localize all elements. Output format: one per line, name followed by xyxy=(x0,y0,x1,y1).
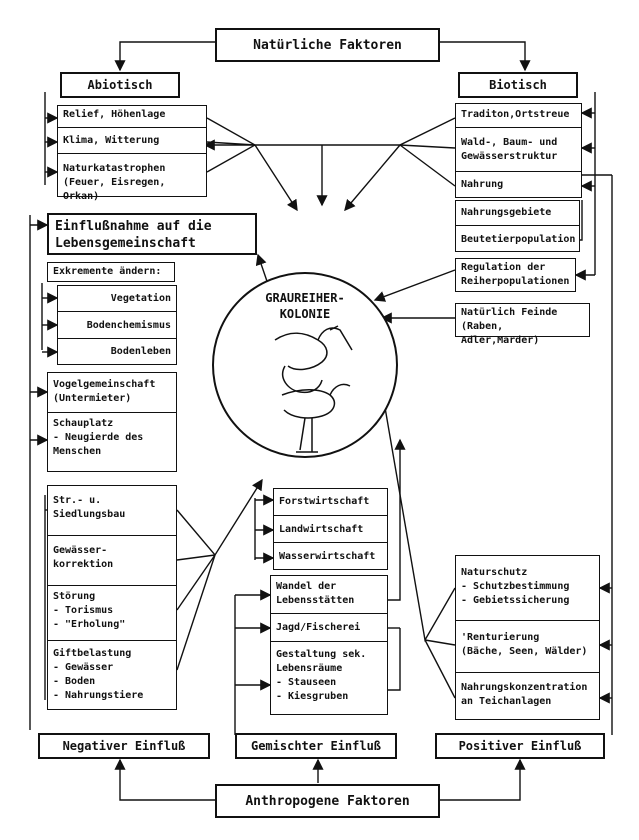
excrements-header: Exkremente ändern: xyxy=(47,262,175,282)
spectacle: Schauplatz - Neugierde des Menschen xyxy=(53,418,144,457)
sector-forestry: Forstwirtschaft xyxy=(274,489,387,516)
regulation-box: Regulation der Reiherpopulationen xyxy=(455,258,576,292)
mixed-item-secondary-habitats: Gestaltung sek. Lebensräume - Stauseen -… xyxy=(276,649,367,702)
anthropogenic-factors-box: Anthropogene Faktoren xyxy=(215,784,440,818)
excrement-vegetation: Vegetation xyxy=(58,286,176,312)
positive-label: Positiver Einfluß xyxy=(435,733,605,759)
negative-item-construction: Str.- u. Siedlungsbau xyxy=(48,486,176,536)
positive-item-food-concentration: Nahrungskonzentration an Teichanlagen xyxy=(461,682,588,707)
influence-title: Einflußnahme auf die Lebensgemeinschaft xyxy=(47,213,257,255)
mixed-label: Gemischter Einfluß xyxy=(235,733,397,759)
excrement-soil-life: Bodenleben xyxy=(110,346,171,357)
bird-community-group: Vogelgemeinschaft (Untermieter) Schaupla… xyxy=(47,372,177,472)
positive-item-renaturation: 'Renturierung (Bäche, Seen, Wälder) xyxy=(456,621,599,673)
negative-item-water-correction: Gewässer- korrektion xyxy=(48,536,176,586)
biotic-food-group: Nahrungsgebiete Beutetierpopulation xyxy=(455,200,580,252)
abiotic-item-climate: Klima, Witterung xyxy=(58,128,206,154)
negative-item-pollution: Giftbelastung - Gewässer - Boden - Nahru… xyxy=(53,648,144,701)
biotic-item-tradition: Traditon,Ortstreue xyxy=(456,104,581,128)
abiotic-group: Relief, Höhenlage Klima, Witterung Natur… xyxy=(57,105,207,202)
negative-label: Negativer Einfluß xyxy=(38,733,210,759)
abiotic-header: Abiotisch xyxy=(60,72,180,98)
biotic-header: Biotisch xyxy=(458,72,578,98)
mixed-item-habitat-change: Wandel der Lebensstätten xyxy=(271,576,387,614)
biotic-group: Traditon,Ortstreue Wald-, Baum- und Gewä… xyxy=(455,103,582,198)
mixed-sectors-group: Forstwirtschaft Landwirtschaft Wasserwir… xyxy=(273,488,388,570)
abiotic-item-catastrophes: Naturkatastrophen (Feuer, Eisregen, Orka… xyxy=(63,163,166,202)
bird-community: Vogelgemeinschaft (Untermieter) xyxy=(48,373,176,413)
food-item-areas: Nahrungsgebiete xyxy=(456,201,579,226)
negative-item-disturbance: Störung - Torismus - "Erholung" xyxy=(48,586,176,641)
natural-factors-box: Natürliche Faktoren xyxy=(215,28,440,62)
mixed-group: Wandel der Lebensstätten Jagd/Fischerei … xyxy=(270,575,388,715)
enemies-box: Natürlich Feinde (Raben, Adler,Marder) xyxy=(455,303,590,346)
positive-item-conservation: Naturschutz - Schutzbestimmung - Gebiets… xyxy=(456,556,599,621)
heron-icon xyxy=(274,325,353,453)
negative-group: Str.- u. Siedlungsbau Gewässer- korrekti… xyxy=(47,485,177,710)
positive-group: Naturschutz - Schutzbestimmung - Gebiets… xyxy=(455,555,600,720)
sector-agriculture: Landwirtschaft xyxy=(274,516,387,543)
sector-water: Wasserwirtschaft xyxy=(279,551,376,562)
abiotic-item-relief: Relief, Höhenlage xyxy=(58,106,206,128)
excrement-soil-chemistry: Bodenchemismus xyxy=(58,312,176,339)
biotic-item-food: Nahrung xyxy=(461,179,504,190)
food-item-prey: Beutetierpopulation xyxy=(461,234,576,245)
colony-label: GRAUREIHER- KOLONIE xyxy=(265,291,345,321)
biotic-item-structure: Wald-, Baum- und Gewässerstruktur xyxy=(456,128,581,172)
excrements-group: Vegetation Bodenchemismus Bodenleben xyxy=(57,285,177,365)
mixed-item-hunting: Jagd/Fischerei xyxy=(271,614,387,642)
